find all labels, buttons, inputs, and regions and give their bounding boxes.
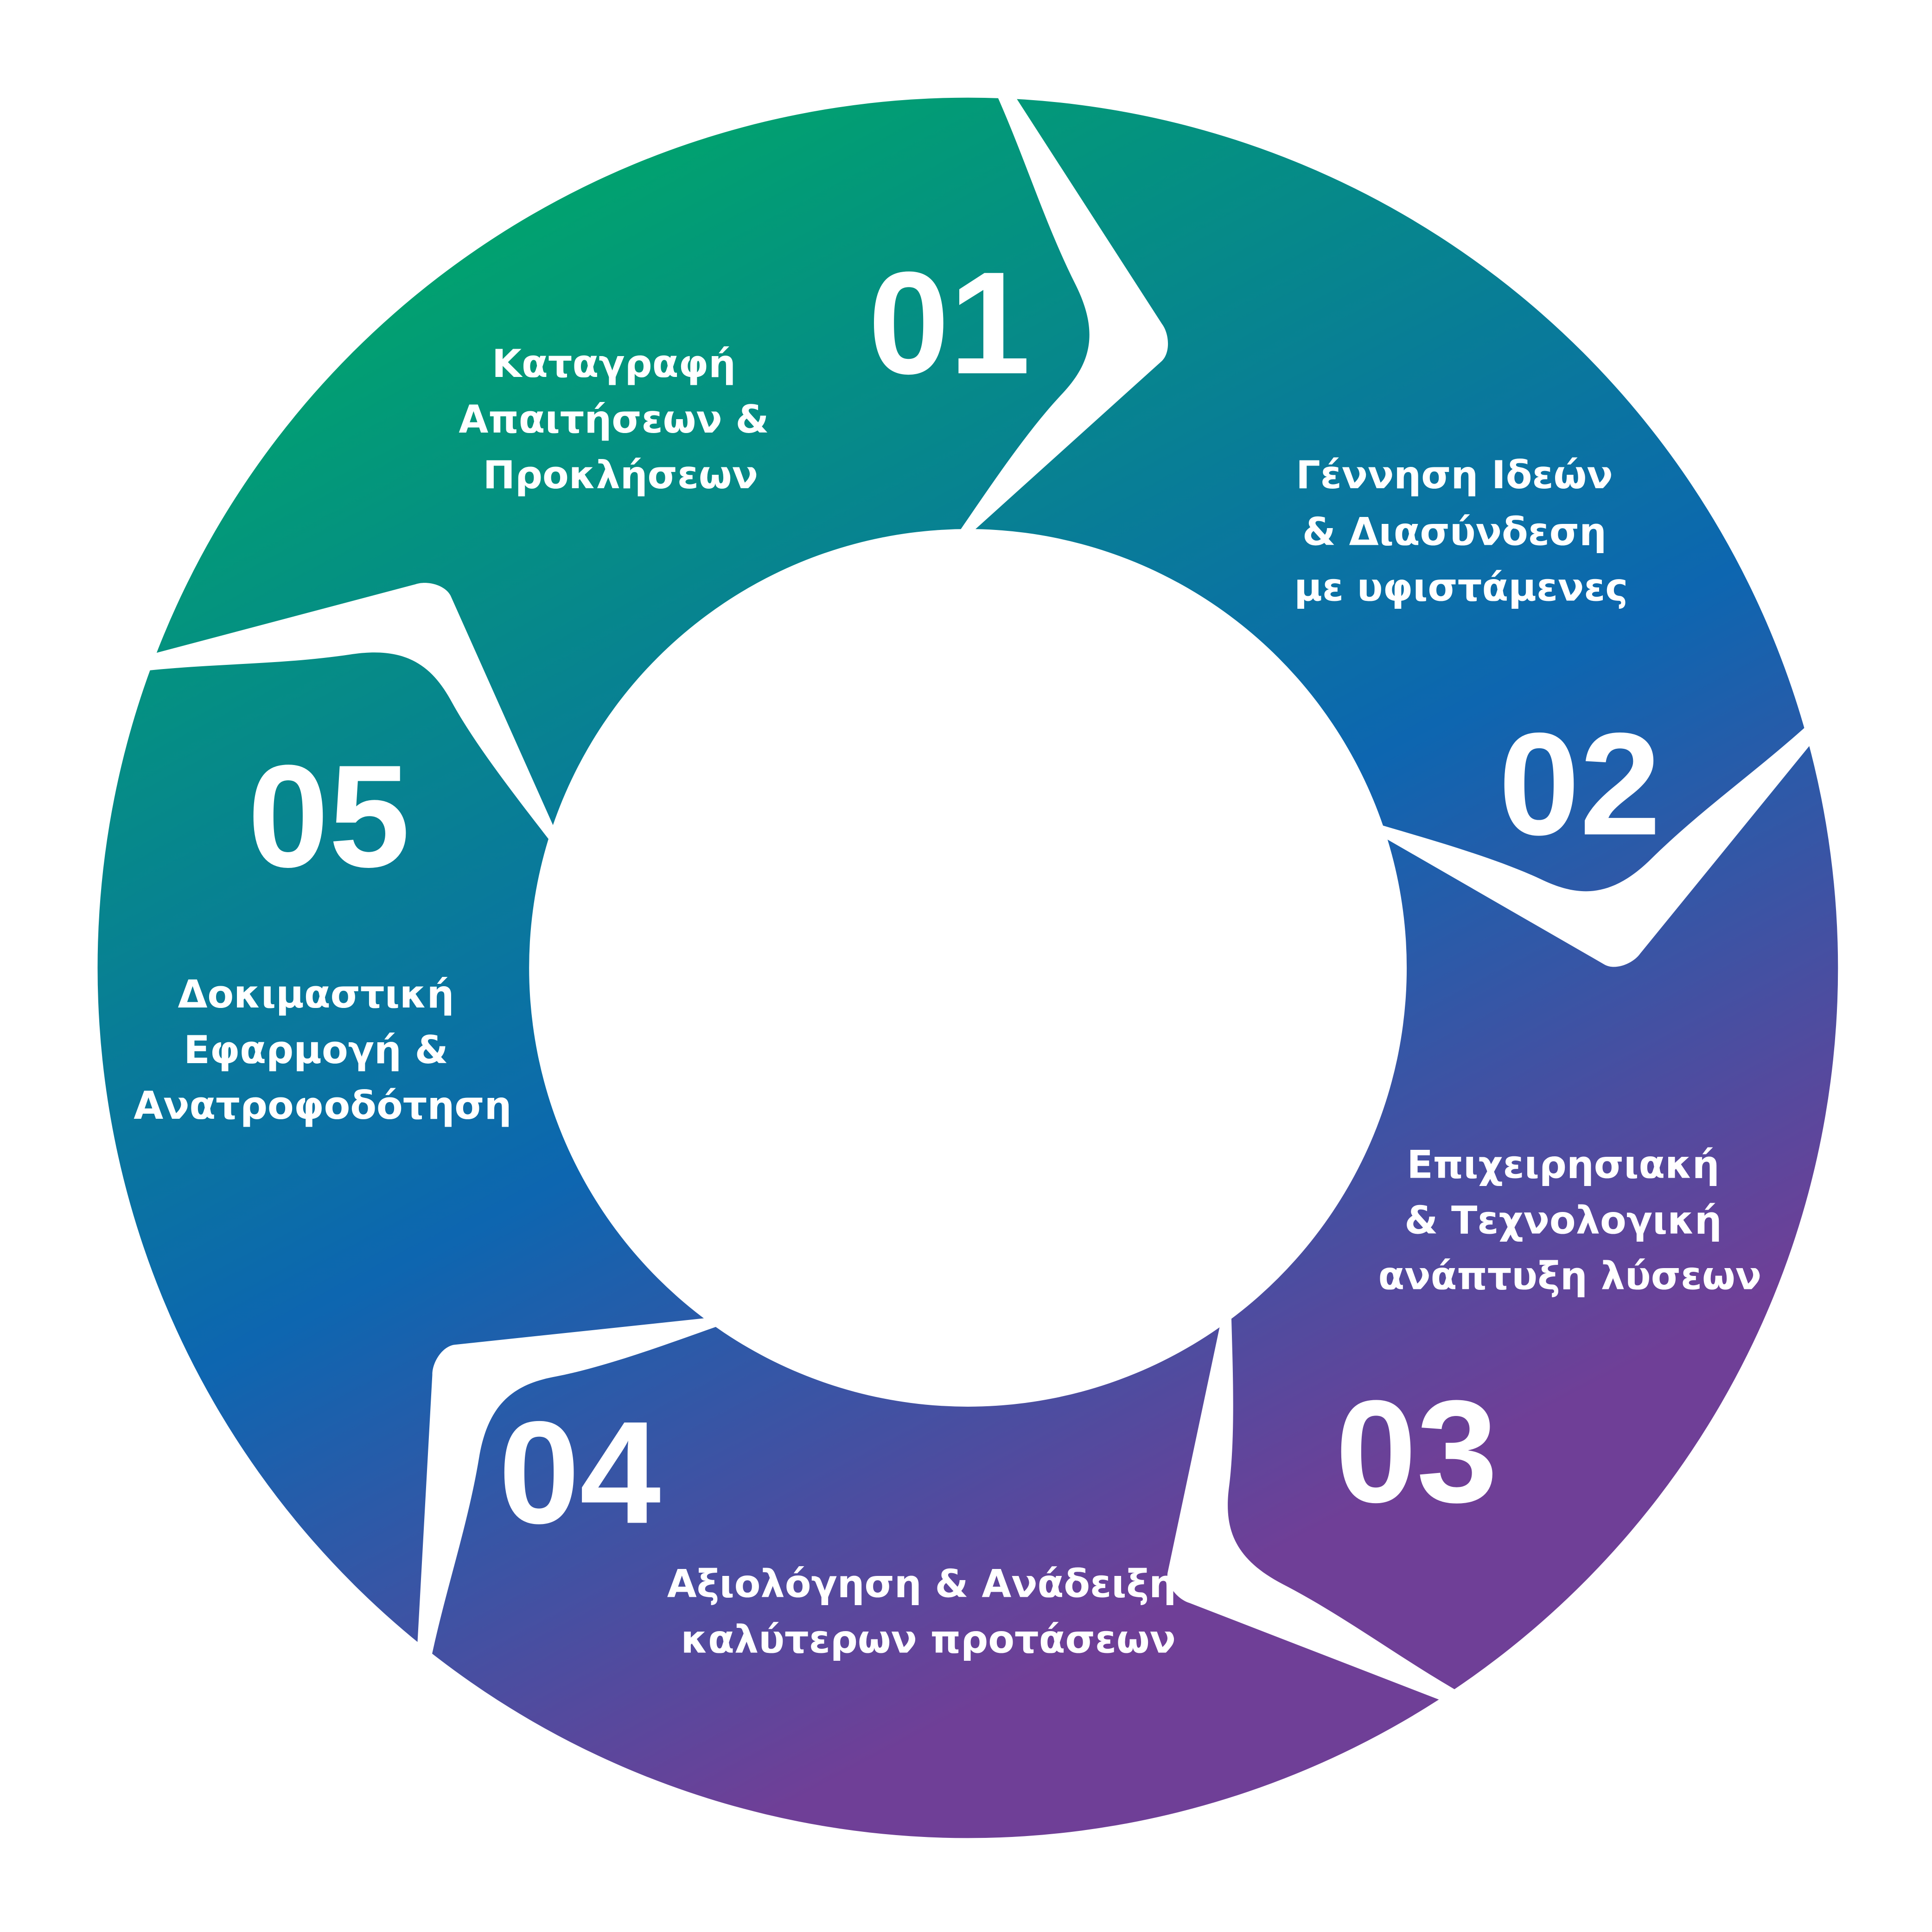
step-label-line: ανάπτυξη λύσεων	[1378, 1254, 1762, 1299]
step-label-line: Εφαρμογή &	[184, 1028, 448, 1072]
svg-text:Επιχειρησιακή & Τεχνολογ: Επιχειρησιακή & Τεχνολογική ανάπτυξη λύσ…	[1378, 1143, 1762, 1299]
step-label-line: Γέννηση Ιδεών	[1296, 453, 1613, 497]
svg-text:Γέννηση Ιδεών & Διασύνδε: Γέννηση Ιδεών & Διασύνδεση με υφιστάμενε…	[1294, 453, 1628, 610]
step-label-line: Αξιολόγηση & Ανάδειξη	[667, 1562, 1176, 1607]
step-label-line: καλύτερων προτάσεων	[681, 1617, 1175, 1662]
step-02: 02 Γέννηση Ιδεών & Διασύνδεση με υφιστάμ…	[1294, 453, 1661, 865]
step-04: 04 Αξιολόγηση & Ανάδειξη καλύτερων προτά…	[498, 1391, 1190, 1662]
step-label-line: & Τεχνολογική	[1404, 1199, 1722, 1243]
cycle-ring	[97, 97, 1838, 1838]
step-label-line: Καταγραφή	[492, 342, 736, 386]
step-number: 02	[1498, 702, 1661, 866]
svg-text:Αξιολόγηση & Ανάδειξη κα: Αξιολόγηση & Ανάδειξη καλύτερων προτάσεω…	[667, 1562, 1190, 1662]
step-label-line: Απαιτήσεων &	[459, 397, 769, 442]
step-number: 01	[868, 241, 1031, 404]
step-05: 05 Δοκιμαστική Εφαρμογή & Ανατροφοδότηση	[134, 734, 511, 1128]
step-number: 03	[1335, 1370, 1498, 1533]
step-label-line: Δοκιμαστική	[178, 972, 454, 1017]
step-label-line: Επιχειρησιακή	[1407, 1143, 1719, 1187]
step-number: 04	[498, 1391, 662, 1554]
step-label-line: Ανατροφοδότηση	[134, 1084, 511, 1128]
step-01: 01 Καταγραφή Απαιτήσεων & Προκλήσεων	[459, 241, 1030, 497]
step-number: 05	[248, 734, 410, 898]
step-03: 03 Επιχειρησιακή & Τεχνολογική ανάπτυξη …	[1335, 1143, 1761, 1533]
svg-text:Δοκιμαστική Εφαρμογή &: Δοκιμαστική Εφαρμογή & Ανατροφοδότηση	[134, 972, 511, 1128]
step-label-line: Προκλήσεων	[483, 453, 758, 497]
svg-text:Καταγραφή Απαιτήσεων &: Καταγραφή Απαιτήσεων & Προκλήσεων	[459, 342, 782, 497]
step-label-line: με υφιστάμενες	[1294, 566, 1628, 610]
step-label-line: & Διασύνδεση	[1302, 510, 1607, 555]
